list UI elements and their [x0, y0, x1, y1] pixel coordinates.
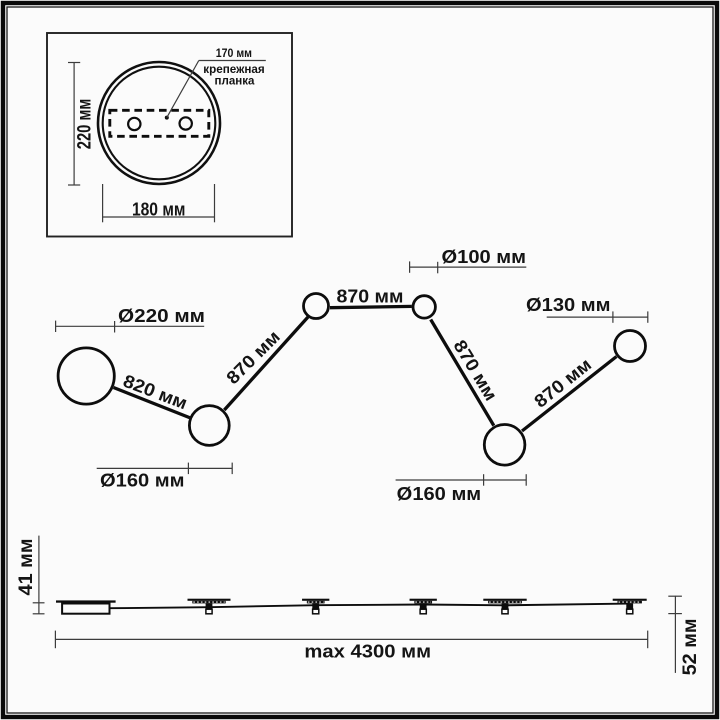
svg-text:52 мм: 52 мм	[680, 618, 701, 675]
svg-text:Ø160 мм: Ø160 мм	[100, 471, 185, 491]
svg-text:41 мм: 41 мм	[16, 539, 37, 596]
svg-text:max 4300 мм: max 4300 мм	[304, 640, 431, 661]
svg-text:Ø100 мм: Ø100 мм	[442, 247, 527, 267]
svg-text:170 мм: 170 мм	[216, 47, 252, 60]
svg-text:планка: планка	[215, 75, 256, 88]
svg-text:Ø220 мм: Ø220 мм	[118, 306, 205, 326]
svg-text:крепежная: крепежная	[203, 63, 265, 76]
svg-text:Ø160 мм: Ø160 мм	[397, 484, 482, 504]
svg-text:Ø130 мм: Ø130 мм	[526, 295, 611, 315]
svg-text:870 мм: 870 мм	[337, 287, 404, 307]
svg-text:220 мм: 220 мм	[74, 99, 95, 150]
svg-text:180 мм: 180 мм	[132, 200, 186, 220]
